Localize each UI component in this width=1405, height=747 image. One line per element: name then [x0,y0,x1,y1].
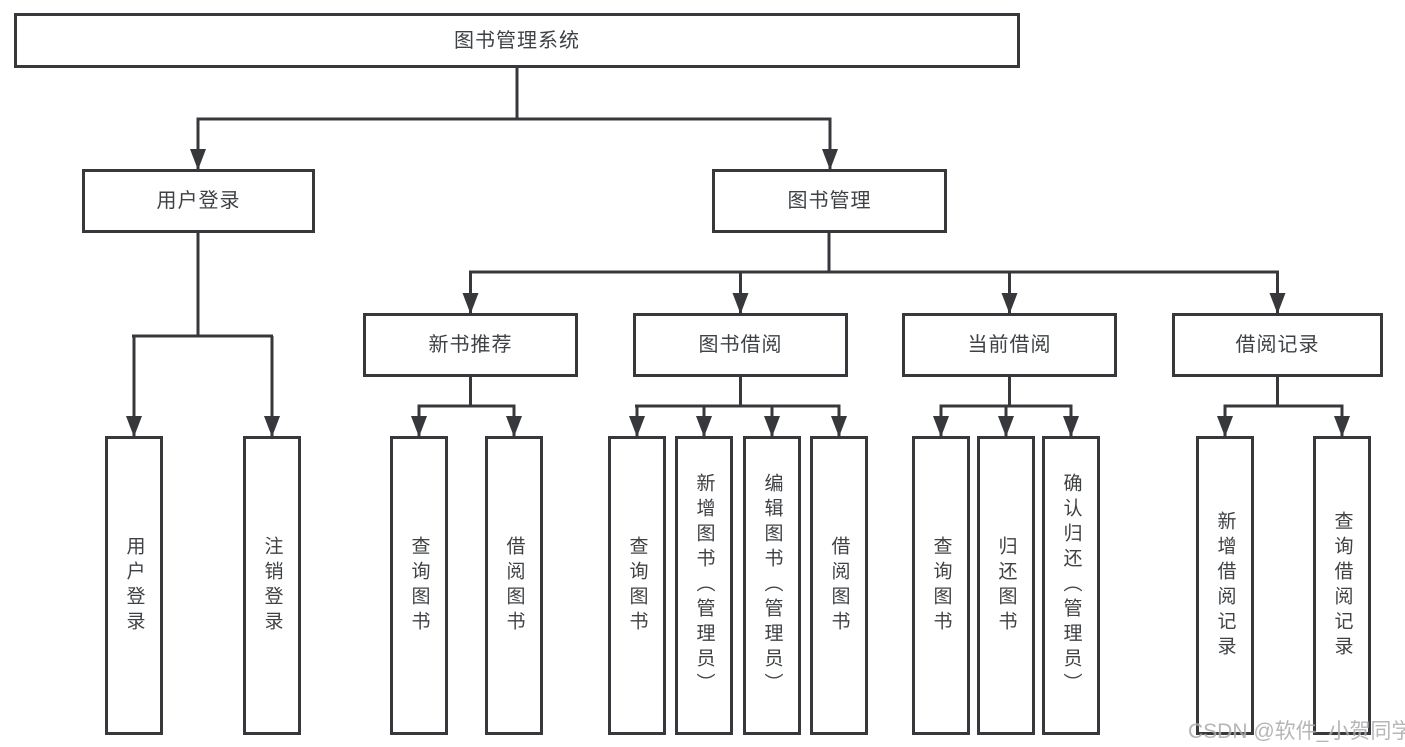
node-borrow-record: 借阅记录 [1172,313,1383,377]
node-leaf-query-book-1: 查询图书 [390,436,448,735]
node-label: 归还图书 [995,535,1017,636]
node-label: 借阅图书 [828,535,850,636]
node-leaf-user-login: 用户登录 [105,436,163,735]
node-label: 确认归还（管理员） [1060,473,1082,698]
connector-borrow-record-branch [1223,377,1344,408]
connector-book-management-branch [469,233,1279,274]
node-label: 借阅记录 [1235,334,1320,356]
node-leaf-edit-book-admin: 编辑图书（管理员） [743,436,801,735]
node-label: 新书推荐 [428,334,513,356]
node-leaf-confirm-return-admin: 确认归还（管理员） [1042,436,1100,735]
csdn-watermark: CSDN @软件_小贺同学 [1188,720,1405,743]
node-label: 图书管理系统 [454,29,580,52]
node-book-management: 图书管理 [712,169,947,233]
node-leaf-add-book-admin: 新增图书（管理员） [675,436,733,735]
node-user-login: 用户登录 [82,169,315,233]
node-label: 借阅图书 [503,535,525,636]
node-label: 查询图书 [408,535,430,636]
node-label: 新增借阅记录 [1214,510,1236,661]
node-new-book-recommend: 新书推荐 [363,313,578,377]
node-leaf-query-book-3: 查询图书 [912,436,970,735]
node-current-borrow: 当前借阅 [902,313,1117,377]
node-label: 用户登录 [123,535,145,636]
node-label: 编辑图书（管理员） [761,473,783,698]
node-leaf-add-borrow-record: 新增借阅记录 [1196,436,1254,735]
connector-new-book-branch [417,377,516,408]
node-label: 图书管理 [787,190,872,212]
node-label: 查询图书 [626,535,648,636]
node-root: 图书管理系统 [14,13,1020,68]
node-leaf-query-book-2: 查询图书 [608,436,666,735]
connector-book-borrow-branch [635,377,841,408]
node-label: 用户登录 [156,190,241,212]
node-label: 查询借阅记录 [1331,510,1353,661]
node-label: 查询图书 [930,535,952,636]
node-book-borrow: 图书借阅 [633,313,848,377]
connector-root-branch [196,68,832,121]
node-label: 注销登录 [261,535,283,636]
connector-current-borrow-branch [939,377,1073,408]
node-leaf-borrow-book-2: 借阅图书 [810,436,868,735]
node-label: 新增图书（管理员） [693,473,715,698]
node-leaf-return-book: 归还图书 [977,436,1035,735]
node-leaf-query-borrow-record: 查询借阅记录 [1313,436,1371,735]
node-label: 图书借阅 [698,334,783,356]
node-leaf-borrow-book-1: 借阅图书 [485,436,543,735]
node-leaf-logout: 注销登录 [243,436,301,735]
node-label: 当前借阅 [967,334,1052,356]
connector-user-login-branch [132,233,273,338]
